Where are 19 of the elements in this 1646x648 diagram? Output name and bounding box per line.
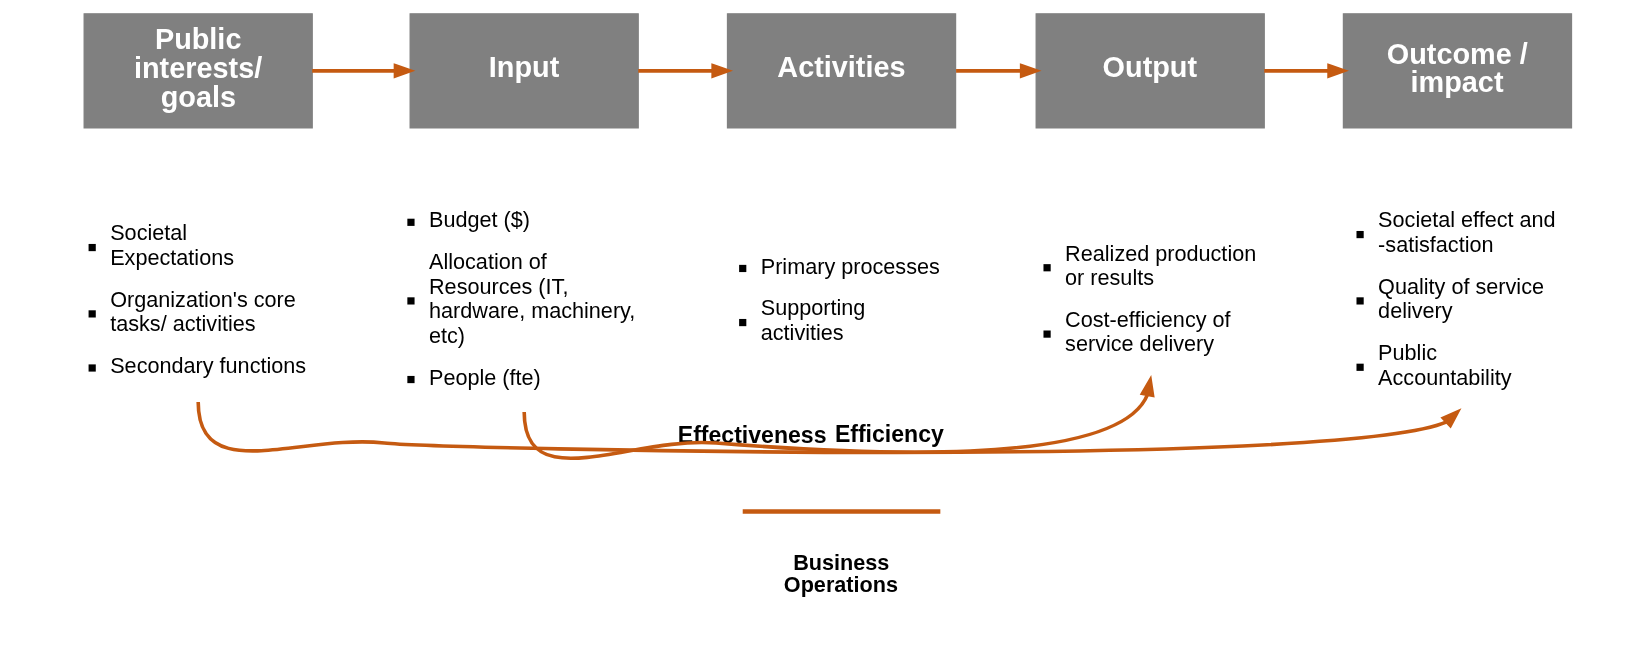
arrow — [637, 63, 733, 79]
node-text: Societal effect and -satisfaction Quality of service delivery Public Accountability — [1377, 207, 1556, 390]
node-text: Primary processes Supporting activities — [760, 253, 940, 345]
node-box: Activities — [726, 13, 956, 129]
node-text: Societal Expectations Organization's core tasks/ activities Secondary functions — [109, 220, 306, 379]
arrow — [195, 401, 1461, 455]
node-text: Budget ($) Allocation of Resources (IT, hardware, machinery, etc) People (fte) — [428, 207, 635, 390]
label: Business Operations — [783, 549, 898, 597]
arrow — [955, 63, 1042, 79]
node-box: Outcome / impact — [1342, 13, 1572, 129]
node-text: Realized production or results Cost-efficiency of service delivery — [1064, 240, 1256, 357]
node-box: Input — [409, 13, 639, 129]
arrow — [311, 63, 415, 79]
arrow — [521, 374, 1155, 460]
arrow — [1263, 63, 1349, 79]
node-box: Public interests/ goals — [83, 13, 313, 129]
edge-label: Efficiency — [834, 420, 944, 447]
edge-label: Effectiveness — [677, 422, 826, 449]
node-box: Output — [1035, 13, 1265, 129]
